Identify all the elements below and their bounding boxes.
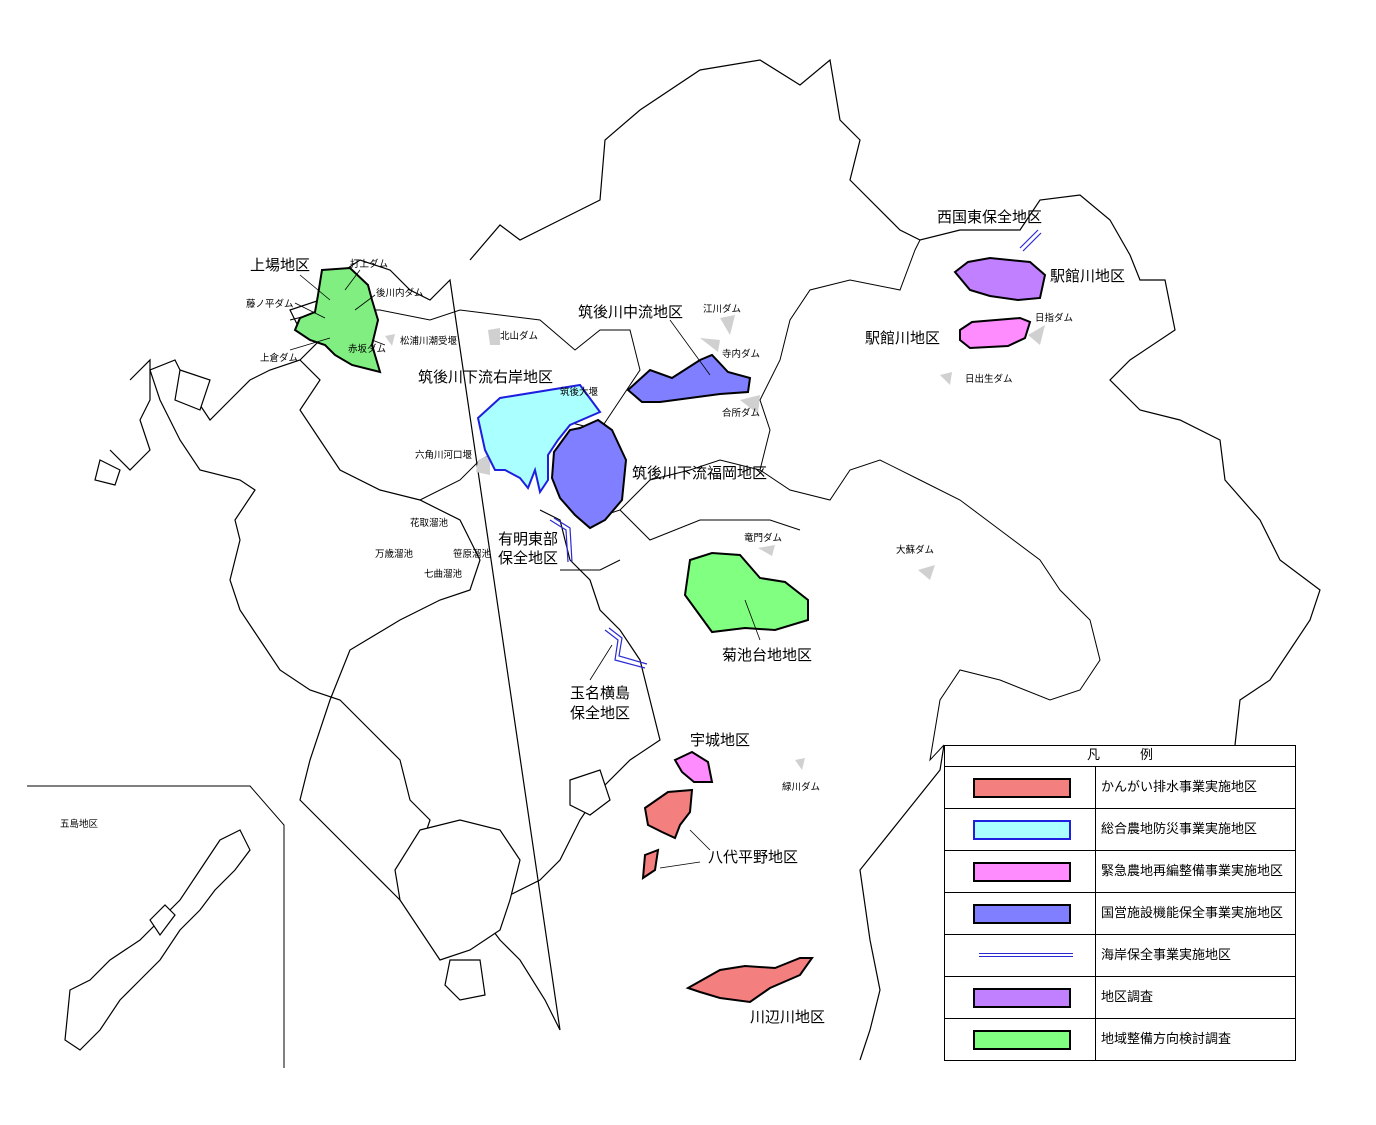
goto-inset-frame bbox=[27, 785, 285, 1068]
label-tamana-1: 玉名横島 bbox=[570, 684, 630, 702]
goto-islands bbox=[64, 829, 251, 1051]
label-dam-hijuu: 日出生ダム bbox=[965, 373, 1013, 385]
label-kawabegawa: 川辺川地区 bbox=[750, 1008, 825, 1026]
kawabegawa-district-area bbox=[685, 957, 814, 1004]
label-dam-akasaka: 赤坂ダム bbox=[348, 343, 386, 355]
small-island-3 bbox=[174, 369, 211, 411]
chikugo-chuuryuu-area bbox=[626, 353, 752, 403]
label-dam-uchiage: 打上ダム bbox=[350, 258, 388, 270]
label-rokkakugawa: 六角川河口堰 bbox=[415, 449, 473, 461]
chikugo-karyuu-fukuoka-area bbox=[550, 418, 628, 530]
label-dam-kitayama: 北山ダム bbox=[500, 330, 538, 342]
leader-lines bbox=[289, 269, 761, 869]
label-dam-egawa: 江川ダム bbox=[703, 303, 741, 315]
kyushu-coastline bbox=[149, 58, 1321, 1061]
label-nanamagari: 七曲溜池 bbox=[424, 568, 463, 580]
dam-markers bbox=[385, 315, 1045, 770]
legend-swatch-district-survey bbox=[973, 988, 1071, 1008]
label-dam-ushirokawachi: 後川内ダム bbox=[376, 287, 424, 299]
label-dam-ryuumon: 竜門ダム bbox=[744, 532, 782, 544]
legend-title: 凡例 bbox=[945, 746, 1295, 767]
small-island-4 bbox=[94, 459, 121, 486]
peninsula-north-left bbox=[109, 358, 151, 471]
label-ekidategawa-2: 駅館川地区 bbox=[865, 329, 940, 347]
amakusa-islands bbox=[394, 819, 521, 961]
label-dam-fujinohira: 藤ノ平ダム bbox=[246, 298, 294, 310]
ekidategawa-emergency-area bbox=[959, 316, 1032, 350]
label-uki: 宇城地区 bbox=[690, 731, 750, 749]
legend-swatch-disaster-prevention bbox=[973, 820, 1071, 840]
chikugo-karyuu-ugan-area bbox=[476, 383, 602, 495]
legend-swatch-regional-planning bbox=[973, 1030, 1071, 1050]
goto-island-small bbox=[149, 904, 176, 937]
label-kamiba: 上場地区 bbox=[250, 256, 310, 274]
ekidategawa-survey-area bbox=[953, 256, 1047, 302]
coastal-conservation-lines bbox=[549, 229, 1042, 669]
small-island-1 bbox=[569, 769, 611, 816]
label-goto-inset: 五島地区 bbox=[60, 818, 99, 830]
label-ekidategawa-1: 駅館川地区 bbox=[1050, 267, 1125, 285]
small-island-2 bbox=[444, 959, 486, 1001]
legend-row-emergency-rearrangement: 緊急農地再編整備事業実施地区 bbox=[945, 851, 1295, 893]
legend-swatch-irrigation bbox=[973, 778, 1071, 798]
legend-swatch-facility-maintenance bbox=[973, 904, 1071, 924]
legend: 凡例 かんがい排水事業実施地区 総合農地防災事業実施地区 緊急農地再編整備事業実… bbox=[944, 745, 1296, 1061]
label-sasabaru: 笹原溜池 bbox=[453, 548, 492, 560]
label-kikuchi: 菊池台地地区 bbox=[722, 646, 812, 664]
label-chikugo-karyuu-ugan: 筑後川下流右岸地区 bbox=[418, 368, 553, 386]
legend-row-district-survey: 地区調査 bbox=[945, 977, 1295, 1019]
yatsushiro-district-area-2 bbox=[641, 848, 660, 880]
legend-label-coastal-conservation: 海岸保全事業実施地区 bbox=[1101, 948, 1232, 963]
label-chikugo-chuuryuu: 筑後川中流地区 bbox=[578, 303, 683, 321]
legend-row-irrigation: かんがい排水事業実施地区 bbox=[945, 767, 1295, 809]
label-nishikunisaki: 西国東保全地区 bbox=[937, 208, 1042, 226]
legend-swatch-emergency-rearrangement bbox=[973, 862, 1071, 882]
label-dam-midorikawa: 緑川ダム bbox=[782, 781, 820, 793]
legend-label-emergency-rearrangement: 緊急農地再編整備事業実施地区 bbox=[1101, 864, 1284, 879]
legend-row-regional-planning: 地域整備方向検討調査 bbox=[945, 1019, 1295, 1061]
label-dam-matsuura: 松浦川潮受堰 bbox=[400, 335, 458, 347]
legend-label-regional-planning: 地域整備方向検討調査 bbox=[1101, 1032, 1232, 1047]
legend-label-district-survey: 地区調査 bbox=[1101, 990, 1154, 1005]
legend-label-disaster-prevention: 総合農地防災事業実施地区 bbox=[1101, 822, 1258, 837]
label-hanatori: 花取溜池 bbox=[410, 517, 449, 529]
label-dam-terauchi: 寺内ダム bbox=[722, 348, 760, 360]
legend-swatch-coastal-conservation bbox=[979, 953, 1073, 957]
label-chikugo-karyuu-fukuoka: 筑後川下流福岡地区 bbox=[632, 464, 767, 482]
uki-district-area bbox=[673, 750, 714, 783]
legend-label-irrigation: かんがい排水事業実施地区 bbox=[1101, 780, 1258, 795]
prefecture-borders bbox=[289, 239, 1101, 762]
label-yatsushiro: 八代平野地区 bbox=[708, 848, 798, 866]
kikuchi-district-area bbox=[683, 551, 809, 634]
kamiba-district-area bbox=[293, 266, 382, 374]
label-dam-kamikura: 上倉ダム bbox=[260, 352, 298, 364]
legend-row-coastal-conservation: 海岸保全事業実施地区 bbox=[945, 935, 1295, 977]
label-dam-hisashi: 日指ダム bbox=[1035, 312, 1073, 324]
label-tamana-2: 保全地区 bbox=[570, 704, 630, 722]
label-ariake-toubu-2: 保全地区 bbox=[498, 549, 558, 567]
label-manzai: 万歳溜池 bbox=[375, 548, 414, 560]
legend-label-facility-maintenance: 国営施設機能保全事業実施地区 bbox=[1101, 906, 1284, 921]
legend-row-facility-maintenance: 国営施設機能保全事業実施地区 bbox=[945, 893, 1295, 935]
label-ariake-toubu-1: 有明東部 bbox=[498, 530, 558, 548]
label-dam-goudokoro: 合所ダム bbox=[722, 407, 760, 419]
legend-row-disaster-prevention: 総合農地防災事業実施地区 bbox=[945, 809, 1295, 851]
label-dam-ooaso: 大蘇ダム bbox=[896, 544, 934, 556]
label-chikugo-ozeki: 筑後大堰 bbox=[560, 386, 599, 398]
yatsushiro-district-area-1 bbox=[643, 788, 694, 840]
